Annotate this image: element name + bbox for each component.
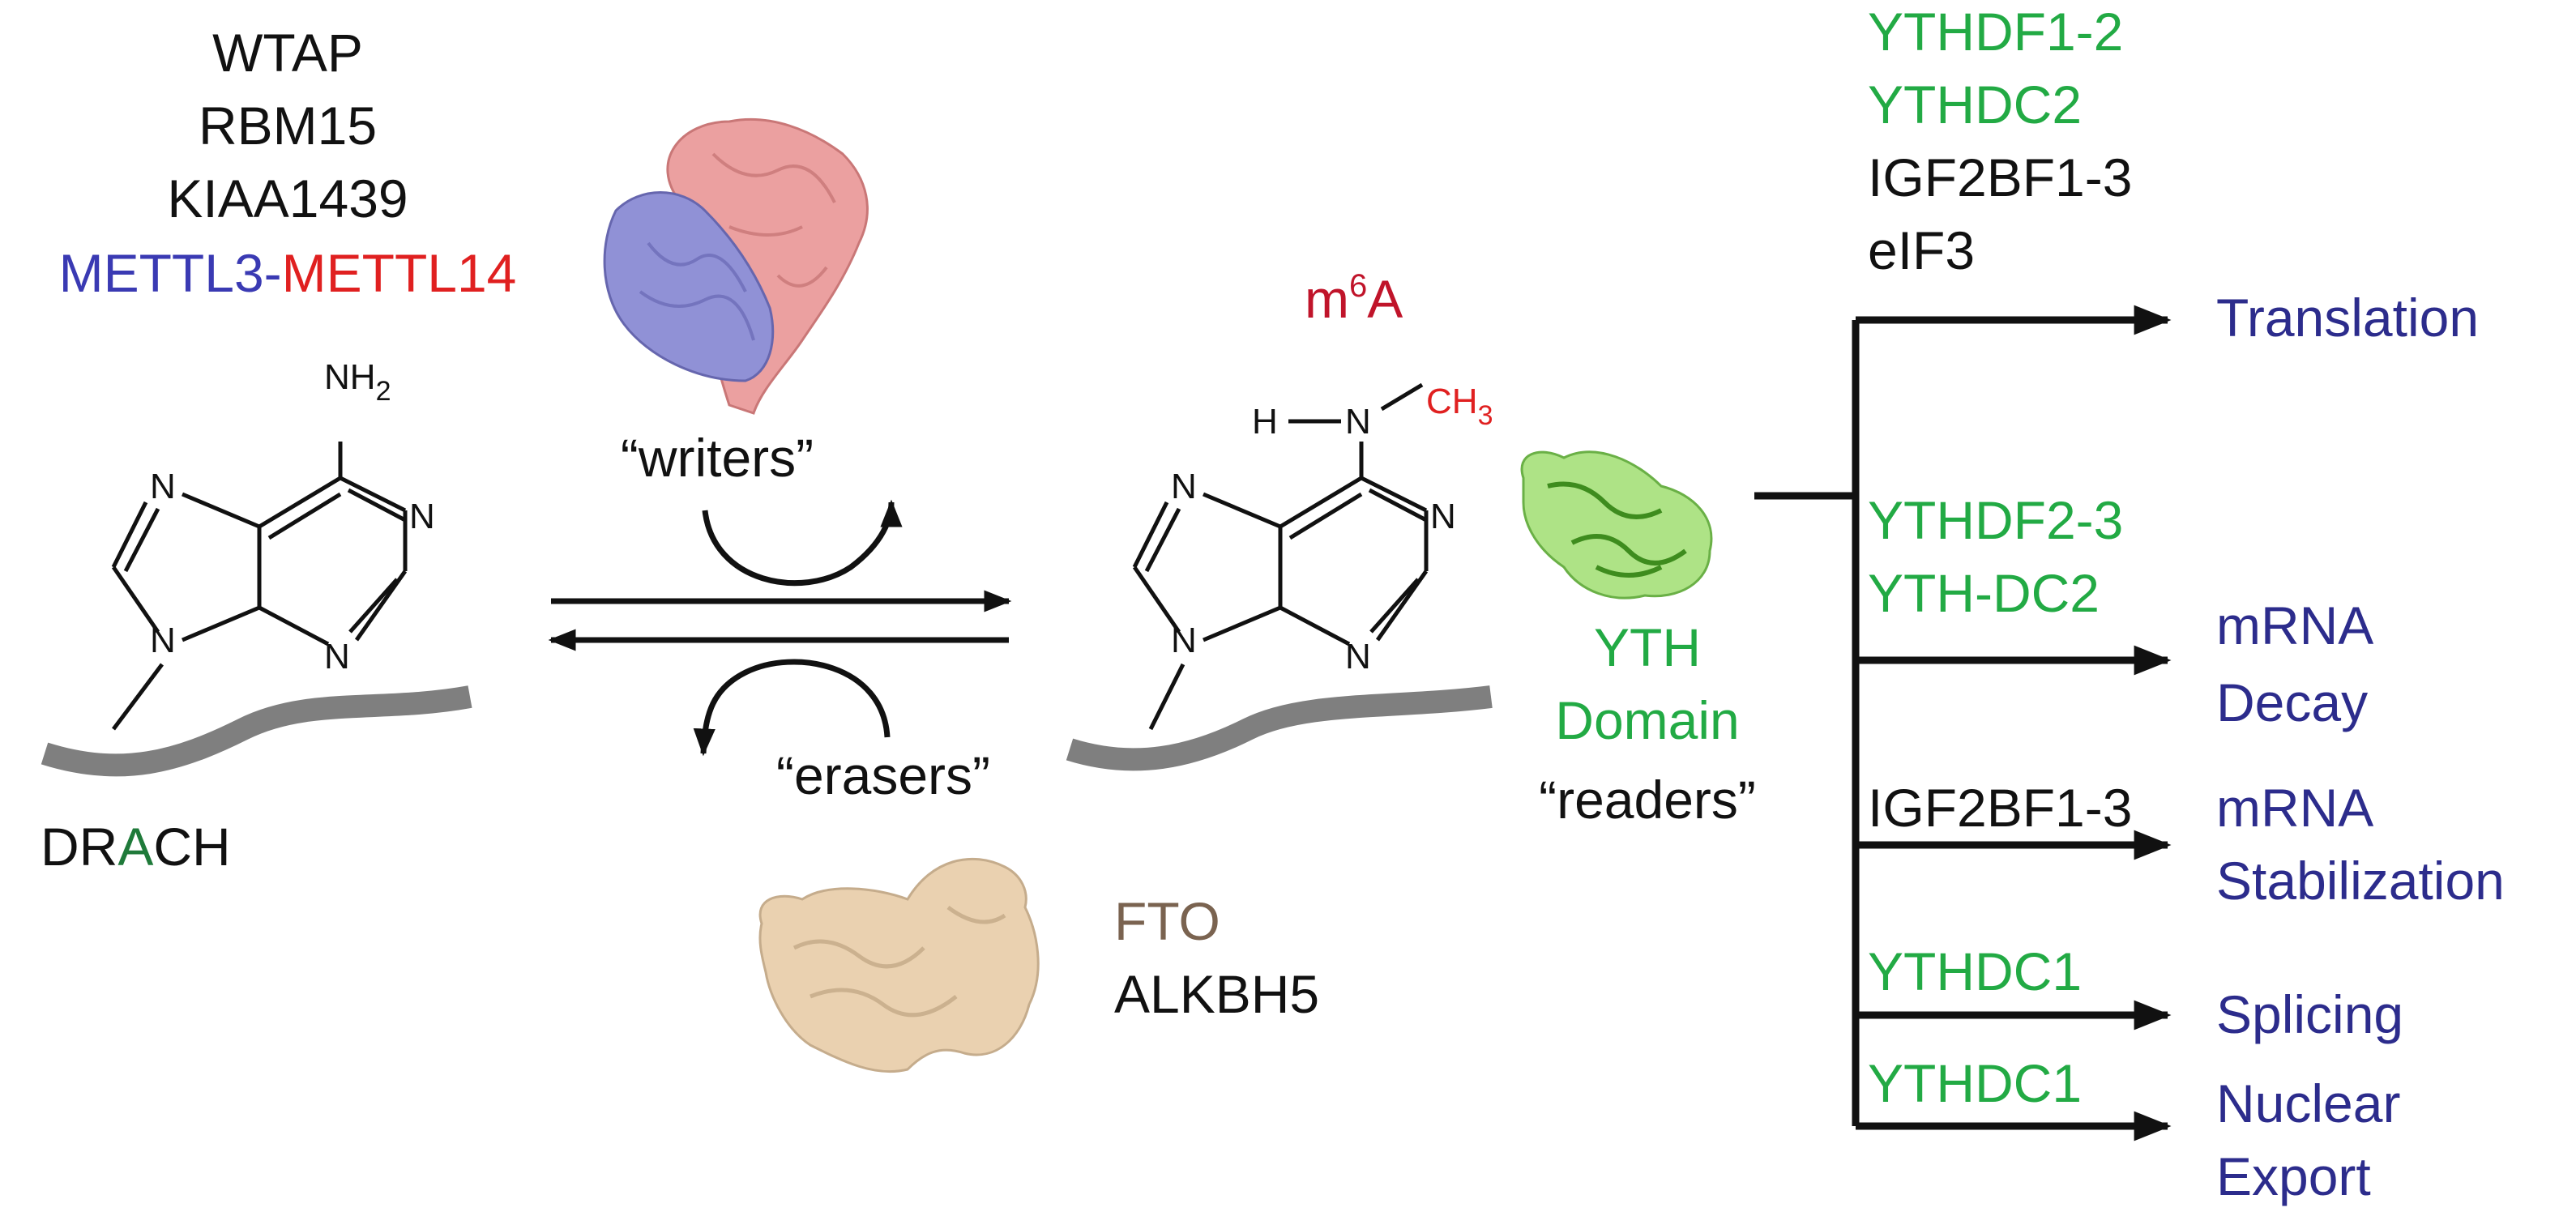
mettl3-mettl14-structure-image (603, 117, 869, 415)
rna-strand-left (41, 685, 472, 777)
outcome-label: mRNA (2216, 595, 2373, 655)
outcome-label: Stabilization (2216, 851, 2505, 911)
nh2-label: NH2 (324, 357, 391, 407)
writers-group: WTAP RBM15 KIAA1439 METTL3-METTL14 (59, 23, 517, 303)
adenosine-structure (111, 442, 408, 731)
writer-protein-kiaa1439: KIAA1439 (167, 169, 408, 228)
reader-protein-label: YTHDC1 (1868, 1053, 2082, 1113)
atom-n1: N (409, 497, 435, 536)
outcome-label: Decay (2216, 672, 2368, 732)
equilibrium-arrows (548, 499, 1012, 757)
fto-label: FTO (1114, 891, 1220, 951)
reader-protein-label: IGF2BF1-3 (1868, 778, 2132, 838)
mettl3-label: METTL3 (59, 243, 264, 303)
reader-protein-label: IGF2BF1-3 (1868, 147, 2132, 207)
complex-dash: - (264, 243, 282, 303)
branch-tree (1754, 320, 1860, 1126)
reader-protein-label: YTHDC1 (1868, 941, 2082, 1001)
fto-structure-image (758, 857, 1040, 1073)
yth-domain-structure-image (1520, 450, 1713, 600)
writer-complex-label: METTL3-METTL14 (59, 243, 517, 303)
m6a-h-label: H (1252, 402, 1278, 442)
writer-protein-wtap: WTAP (212, 23, 363, 83)
m6a-n6-label: N (1345, 402, 1371, 442)
domain-label: Domain (1555, 690, 1739, 750)
m6a-atom-n3: N (1345, 637, 1371, 676)
writers-label: “writers” (621, 428, 814, 488)
drach-a: A (117, 817, 153, 877)
reader-protein-label: YTHDF1-2 (1868, 2, 2123, 62)
outcome-label: Nuclear (2216, 1073, 2400, 1133)
readers-label: “readers” (1539, 770, 1756, 830)
branch-list: YTHDF1-2YTHDC2IGF2BF1-3eIF3TranslationYT… (1856, 2, 2505, 1206)
m6a-atom-n7: N (1171, 467, 1197, 506)
branch-3: IGF2BF1-3 mRNA Stabilization (1856, 778, 2505, 911)
reader-protein-label: YTHDF2-3 (1868, 490, 2123, 550)
mettl14-label: METTL14 (282, 243, 517, 303)
erasers-label: “erasers” (776, 745, 990, 805)
writer-protein-rbm15: RBM15 (199, 96, 377, 156)
yth-label: YTH (1594, 617, 1701, 677)
reader-protein-label: eIF3 (1868, 220, 1975, 280)
outcome-label: Translation (2216, 288, 2479, 348)
rna-strand-right (1066, 685, 1493, 771)
atom-n3: N (324, 637, 350, 676)
m6a-structure (1132, 382, 1429, 731)
reader-protein-label: YTH-DC2 (1868, 563, 2100, 623)
reader-protein-label: YTHDC2 (1868, 75, 2082, 134)
outcome-label: Splicing (2216, 984, 2403, 1044)
atom-n9: N (150, 621, 176, 660)
outcome-label: Export (2216, 1146, 2371, 1206)
drach-motif: DRACH (41, 817, 231, 877)
m6a-atom-n1: N (1430, 497, 1456, 536)
atom-n7: N (150, 467, 176, 506)
m6a-atom-n9: N (1171, 621, 1197, 660)
outcome-label: mRNA (2216, 778, 2373, 838)
methyl-label: CH3 (1426, 382, 1493, 431)
alkbh5-label: ALKBH5 (1114, 964, 1319, 1024)
m6a-title: m6A (1305, 268, 1403, 329)
